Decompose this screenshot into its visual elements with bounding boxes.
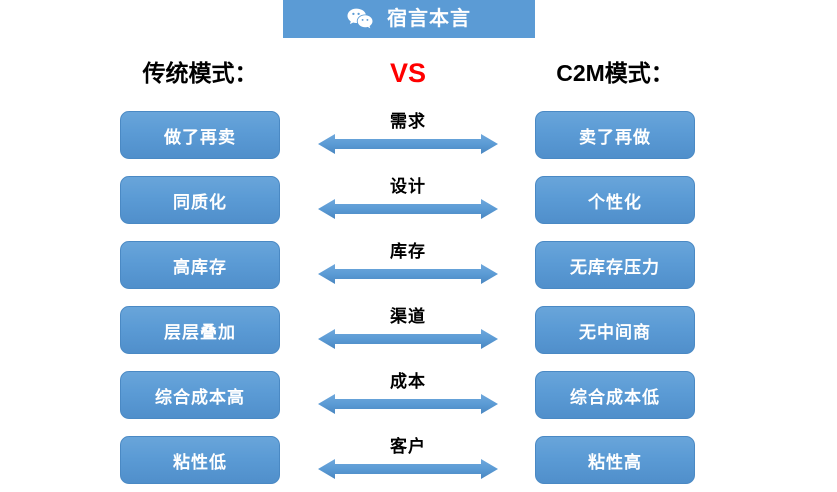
pill-label: 高库存 bbox=[173, 257, 227, 277]
header-title: 宿言本言 bbox=[387, 8, 471, 30]
double-headed-arrow-icon bbox=[318, 133, 498, 155]
traditional-mode-pill[interactable]: 高库存 bbox=[120, 241, 280, 289]
connector-label: 渠道 bbox=[390, 307, 426, 326]
c2m-mode-pill[interactable]: 无中间商 bbox=[535, 306, 695, 354]
comparison-row: 层层叠加 渠道无中间商 bbox=[0, 306, 837, 354]
traditional-mode-pill[interactable]: 综合成本高 bbox=[120, 371, 280, 419]
comparison-connector: 设计 bbox=[318, 176, 498, 224]
pill-label: 做了再卖 bbox=[164, 127, 236, 147]
connector-label: 客户 bbox=[390, 437, 426, 456]
pill-label: 粘性高 bbox=[588, 452, 642, 472]
c2m-mode-pill[interactable]: 综合成本低 bbox=[535, 371, 695, 419]
connector-label: 成本 bbox=[390, 372, 426, 391]
pill-label: 综合成本高 bbox=[155, 387, 245, 407]
comparison-connector: 渠道 bbox=[318, 306, 498, 354]
traditional-mode-pill[interactable]: 粘性低 bbox=[120, 436, 280, 484]
double-headed-arrow-icon bbox=[318, 263, 498, 285]
heading-traditional-mode: 传统模式： bbox=[142, 60, 258, 86]
connector-label: 库存 bbox=[390, 242, 426, 261]
pill-label: 卖了再做 bbox=[579, 127, 651, 147]
traditional-mode-pill[interactable]: 同质化 bbox=[120, 176, 280, 224]
double-headed-arrow-icon bbox=[318, 458, 498, 480]
double-headed-arrow-icon bbox=[318, 198, 498, 220]
pill-label: 同质化 bbox=[173, 192, 227, 212]
comparison-connector: 需求 bbox=[318, 111, 498, 159]
double-headed-arrow-icon bbox=[318, 393, 498, 415]
pill-label: 综合成本低 bbox=[570, 387, 660, 407]
traditional-mode-pill[interactable]: 做了再卖 bbox=[120, 111, 280, 159]
comparison-connector: 成本 bbox=[318, 371, 498, 419]
connector-label: 设计 bbox=[390, 177, 426, 196]
c2m-mode-pill[interactable]: 卖了再做 bbox=[535, 111, 695, 159]
header-badge: 宿言本言 bbox=[283, 0, 535, 38]
heading-vs: VS bbox=[389, 58, 427, 88]
c2m-mode-pill[interactable]: 个性化 bbox=[535, 176, 695, 224]
comparison-row: 粘性低 客户粘性高 bbox=[0, 436, 837, 484]
heading-c2m-mode: C2M模式： bbox=[556, 60, 674, 86]
comparison-connector: 客户 bbox=[318, 436, 498, 484]
comparison-row: 高库存 库存无库存压力 bbox=[0, 241, 837, 289]
pill-label: 粘性低 bbox=[173, 452, 227, 472]
traditional-mode-pill[interactable]: 层层叠加 bbox=[120, 306, 280, 354]
comparison-row: 综合成本高 成本综合成本低 bbox=[0, 371, 837, 419]
comparison-connector: 库存 bbox=[318, 241, 498, 289]
comparison-row: 做了再卖 需求卖了再做 bbox=[0, 111, 837, 159]
pill-label: 个性化 bbox=[588, 192, 642, 212]
pill-label: 无中间商 bbox=[579, 322, 651, 342]
comparison-row: 同质化 设计个性化 bbox=[0, 176, 837, 224]
double-headed-arrow-icon bbox=[318, 328, 498, 350]
c2m-mode-pill[interactable]: 无库存压力 bbox=[535, 241, 695, 289]
pill-label: 层层叠加 bbox=[164, 322, 236, 342]
pill-label: 无库存压力 bbox=[570, 257, 660, 277]
connector-label: 需求 bbox=[390, 112, 426, 131]
wechat-logo-icon bbox=[347, 8, 373, 30]
c2m-mode-pill[interactable]: 粘性高 bbox=[535, 436, 695, 484]
